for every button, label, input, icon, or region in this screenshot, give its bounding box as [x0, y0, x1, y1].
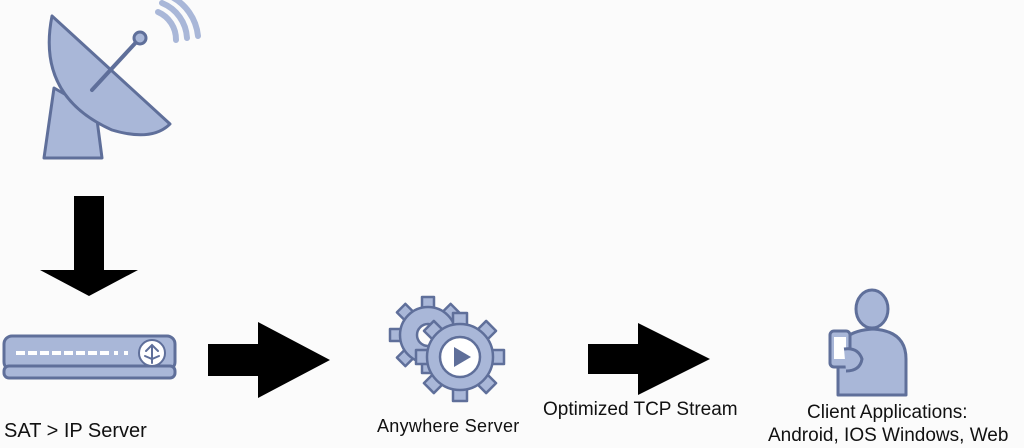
client-platforms-label: Android, IOS Windows, Web — [768, 425, 1009, 446]
client-applications-label: Client Applications: — [807, 402, 968, 423]
sat-ip-server-label: SAT > IP Server — [4, 420, 147, 442]
sat-ip-receiver-icon — [2, 334, 177, 380]
right-arrow-1 — [208, 322, 330, 398]
down-arrow — [40, 196, 138, 296]
gear-play-icon — [388, 295, 506, 403]
optimized-tcp-stream-label: Optimized TCP Stream — [543, 399, 738, 420]
satellite-dish-icon — [42, 0, 201, 160]
anywhere-server-label: Anywhere Server — [377, 416, 520, 436]
right-arrow-2 — [588, 323, 710, 395]
user-with-phone-icon — [828, 288, 908, 397]
